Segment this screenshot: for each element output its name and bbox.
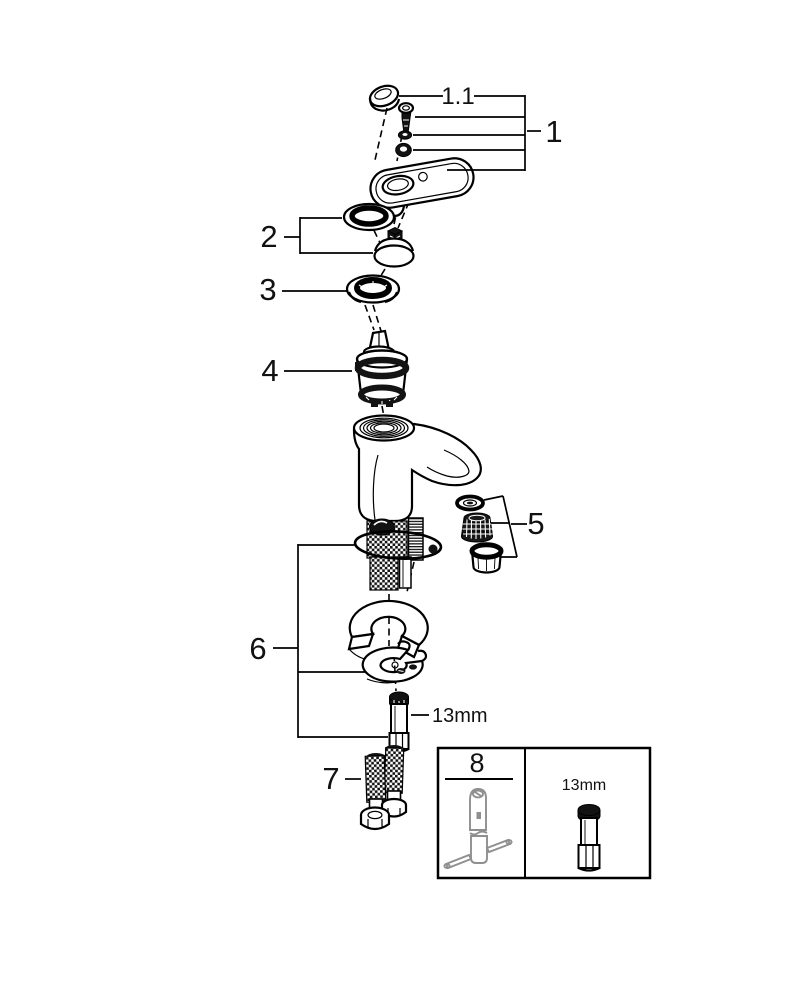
callout-1-label: 1 (545, 114, 562, 149)
handle-screw (397, 102, 415, 134)
escutcheon-ring (342, 202, 396, 232)
aerator-housing (469, 542, 504, 574)
faucet-body (352, 414, 482, 523)
aerator-insert (460, 512, 494, 543)
callout-2-bracket (284, 217, 373, 254)
callout-5-bracket (483, 495, 527, 558)
screw-washer (397, 130, 413, 140)
mounting-stud (388, 691, 410, 753)
callout-6-label: 6 (249, 631, 266, 666)
callout-6-bracket (273, 544, 388, 738)
callout-5-label: 5 (527, 506, 544, 541)
mounting-tool (443, 788, 513, 870)
tool-box: 8 13mm (436, 746, 652, 880)
callout-1-1-label: 1.1 (441, 83, 474, 110)
callout-3-label: 3 (259, 272, 276, 307)
aerator-seal (455, 494, 485, 512)
callout-2-label: 2 (260, 219, 277, 254)
mounting-washer (361, 640, 428, 684)
stud-size-label: 13mm (432, 705, 488, 727)
cartridge (354, 329, 410, 407)
mounting-ring-nut (345, 274, 401, 304)
socket-13mm (577, 804, 601, 872)
callout-1-bracket (399, 95, 541, 171)
supply-hose-connectors (359, 745, 408, 831)
handle-cap (368, 84, 401, 112)
callout-7-label: 7 (322, 761, 339, 796)
callout-8-label: 8 (469, 748, 484, 778)
cartridge-dome-cap (373, 226, 415, 268)
callout-4-label: 4 (261, 353, 278, 388)
box-socket-size-label: 13mm (562, 777, 606, 794)
supply-hose-bundle (353, 517, 443, 591)
screw-nut (395, 142, 412, 158)
